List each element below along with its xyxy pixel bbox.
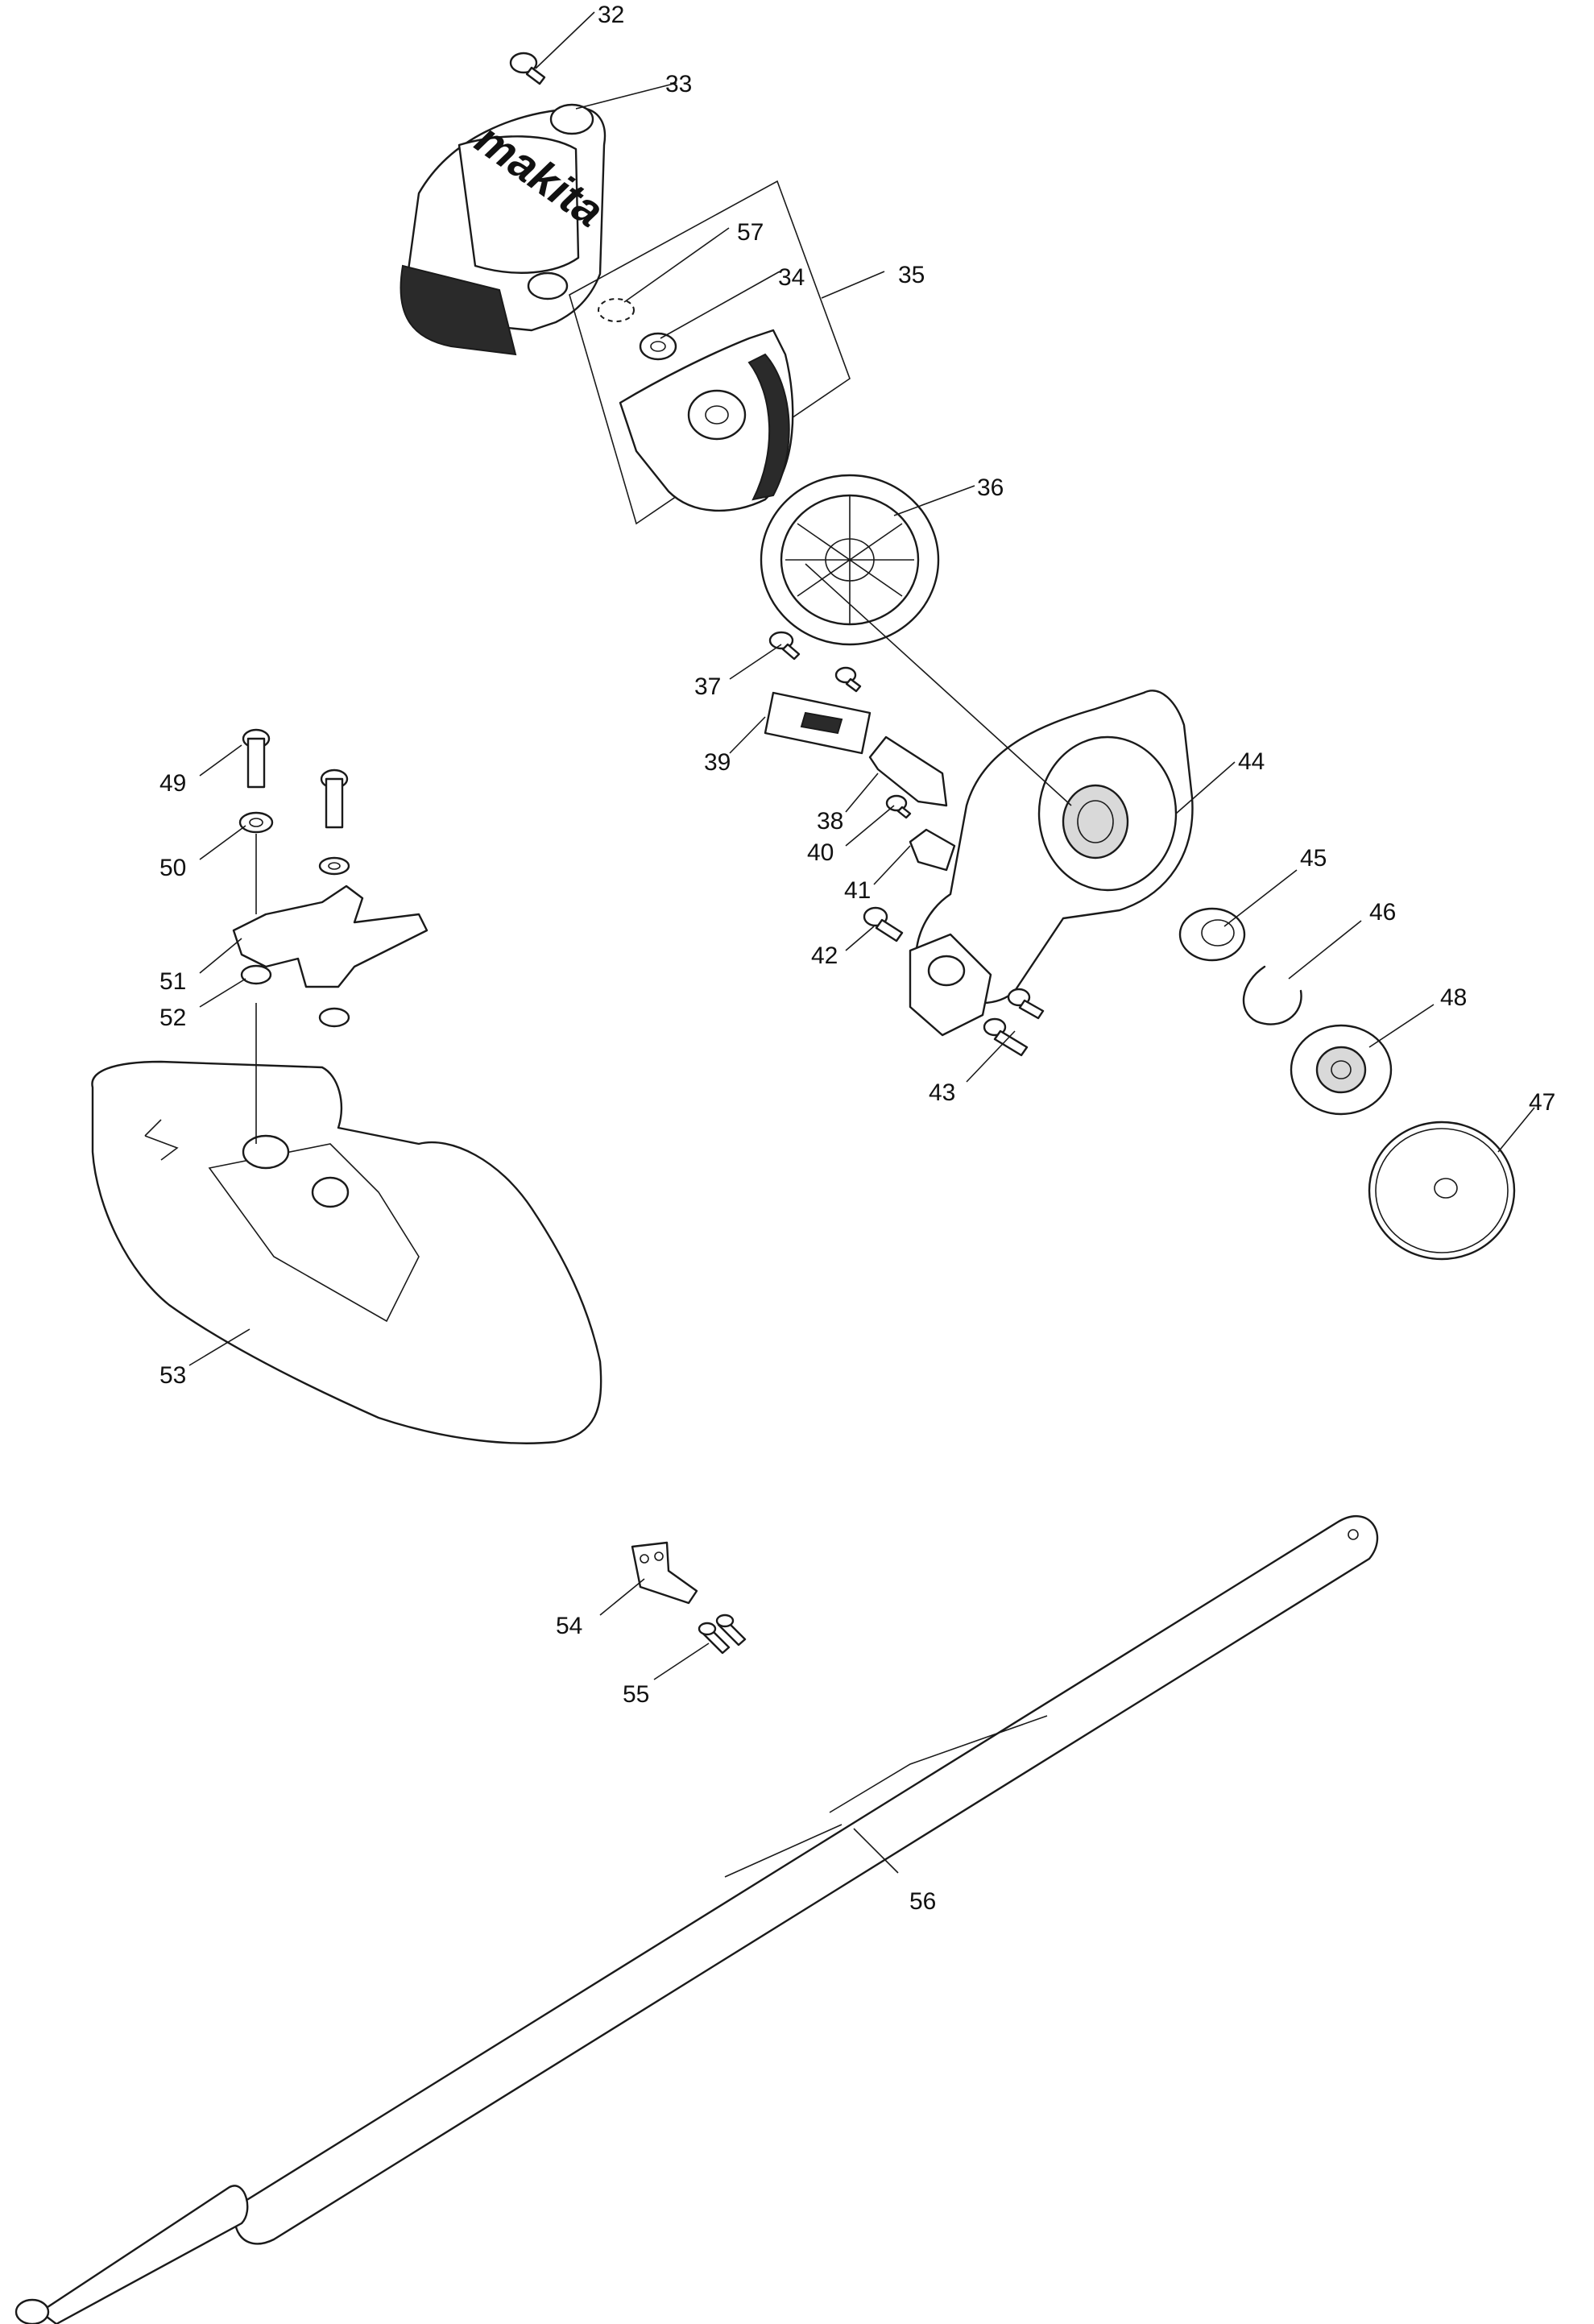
callout-38: 38: [817, 808, 843, 835]
part-screw-small: [834, 666, 862, 693]
part-54-bracket: [631, 1541, 698, 1605]
part-41-block: [909, 828, 956, 872]
callout-50: 50: [159, 855, 186, 881]
leader-lines: [188, 11, 1535, 1874]
callout-37: 37: [694, 673, 721, 700]
part-56-tube: [14, 1515, 1379, 2324]
part-43-bolts: [983, 988, 1045, 1057]
part-34-nut: [639, 332, 677, 361]
callout-43: 43: [929, 1079, 955, 1106]
part-35-rotor-plate: [619, 329, 794, 512]
callout-labels: 32 33 34 35 36 37 38 39 40 41 42 43 44 4…: [159, 2, 1555, 1915]
part-48-flange: [1290, 1024, 1393, 1116]
part-38-bracket: [868, 735, 948, 807]
part-36-fan: [760, 474, 940, 646]
part-51-clamp: [232, 884, 429, 988]
callout-48: 48: [1440, 984, 1467, 1011]
callout-42: 42: [811, 942, 838, 969]
part-47-disc: [1368, 1121, 1516, 1261]
callout-54: 54: [556, 1613, 582, 1639]
part-53-guard: [91, 1060, 602, 1444]
callout-34: 34: [778, 264, 805, 291]
callout-35: 35: [898, 262, 925, 288]
callout-41: 41: [844, 877, 871, 904]
callout-51: 51: [159, 968, 186, 995]
part-49-bolt: [242, 728, 271, 789]
callout-45: 45: [1300, 845, 1327, 872]
part-57-washer: [598, 298, 635, 322]
part-35-assembly-frame: [569, 180, 851, 525]
part-37-screw: [768, 631, 801, 661]
part-bolt-second: [320, 768, 349, 829]
part-39-switch-plate: [764, 691, 872, 755]
callout-57: 57: [737, 219, 764, 246]
callout-56: 56: [909, 1888, 936, 1915]
callout-40: 40: [807, 839, 834, 866]
part-46-circlip: [1242, 965, 1302, 1025]
callout-55: 55: [623, 1681, 649, 1708]
callout-32: 32: [598, 2, 624, 28]
callout-53: 53: [159, 1362, 186, 1389]
part-45-bearing: [1178, 907, 1246, 962]
callout-44: 44: [1238, 748, 1265, 775]
part-40-screw: [885, 794, 912, 819]
part-52-washers: [240, 964, 350, 1028]
callout-33: 33: [665, 71, 692, 97]
callout-52: 52: [159, 1005, 186, 1031]
part-32-screw: [509, 52, 546, 85]
callout-46: 46: [1369, 899, 1396, 926]
callout-47: 47: [1529, 1089, 1555, 1116]
part-33-cover: makita: [400, 103, 613, 356]
part-42-bolt: [863, 906, 904, 942]
callout-49: 49: [159, 770, 186, 797]
callout-36: 36: [977, 474, 1004, 501]
part-55-screws: [698, 1614, 747, 1655]
part-44-gear-housing: [909, 690, 1194, 1037]
callout-39: 39: [704, 749, 731, 776]
part-50-washers: [238, 811, 350, 876]
